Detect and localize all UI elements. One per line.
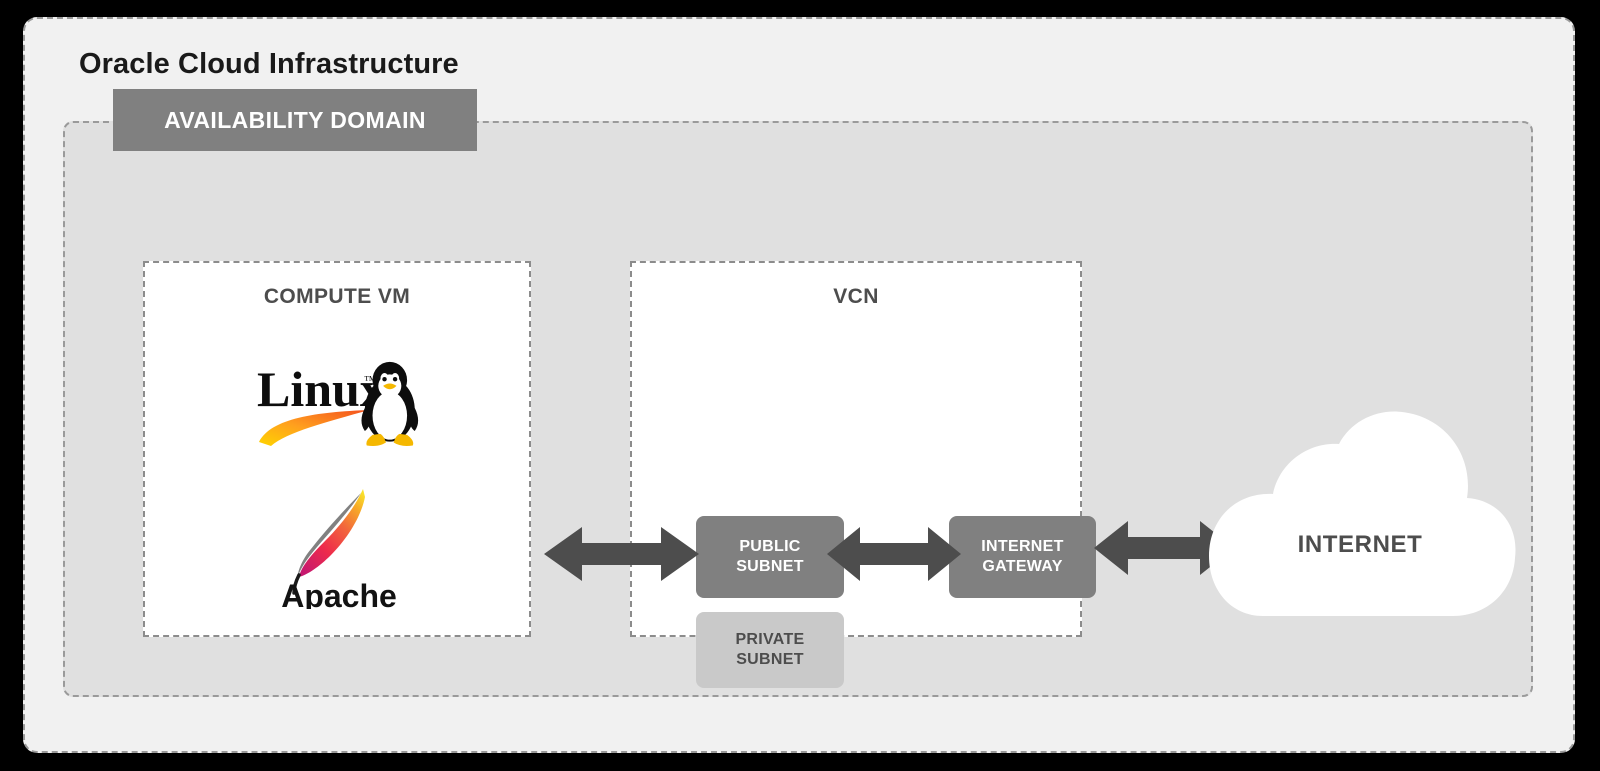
internet-gateway-chip[interactable]: INTERNET GATEWAY — [949, 516, 1096, 598]
availability-domain-zone: AVAILABILITY DOMAIN COMPUTE VM Linux — [63, 89, 1533, 697]
vcn-title: VCN — [833, 285, 879, 308]
private-subnet-chip[interactable]: PRIVATE SUBNET — [696, 612, 844, 688]
internet-gateway-label-line2: GATEWAY — [982, 558, 1063, 575]
public-subnet-label-line1: PUBLIC — [739, 538, 801, 555]
internet-cloud-icon — [1209, 411, 1516, 616]
compute-vm-box: COMPUTE VM Linux ™ — [143, 261, 531, 637]
availability-domain-label: AVAILABILITY DOMAIN — [113, 89, 477, 151]
private-subnet-label-line2: SUBNET — [736, 651, 804, 668]
private-subnet-label-line1: PRIVATE — [735, 631, 805, 648]
arrow-vm-to-public-subnet-icon — [544, 527, 699, 581]
internet-gateway-label-line1: INTERNET — [981, 538, 1064, 555]
internet-label: INTERNET — [1297, 531, 1423, 558]
page-title: Oracle Cloud Infrastructure — [79, 48, 459, 80]
apache-logo: Apache — [281, 489, 397, 609]
arrow-internet-gateway-to-internet-icon — [1094, 521, 1234, 575]
svg-text:Linux: Linux — [257, 361, 385, 417]
linux-logo: Linux ™ — [257, 361, 419, 446]
oracle-cloud-infrastructure-panel: Oracle Cloud Infrastructure AVAILABILITY… — [23, 17, 1575, 753]
public-subnet-label-line2: SUBNET — [736, 558, 804, 575]
public-subnet-chip[interactable]: PUBLIC SUBNET — [696, 516, 844, 598]
svg-text:Apache: Apache — [281, 578, 397, 609]
compute-vm-title: COMPUTE VM — [263, 285, 411, 308]
arrow-public-subnet-to-internet-gateway-icon — [827, 527, 961, 581]
